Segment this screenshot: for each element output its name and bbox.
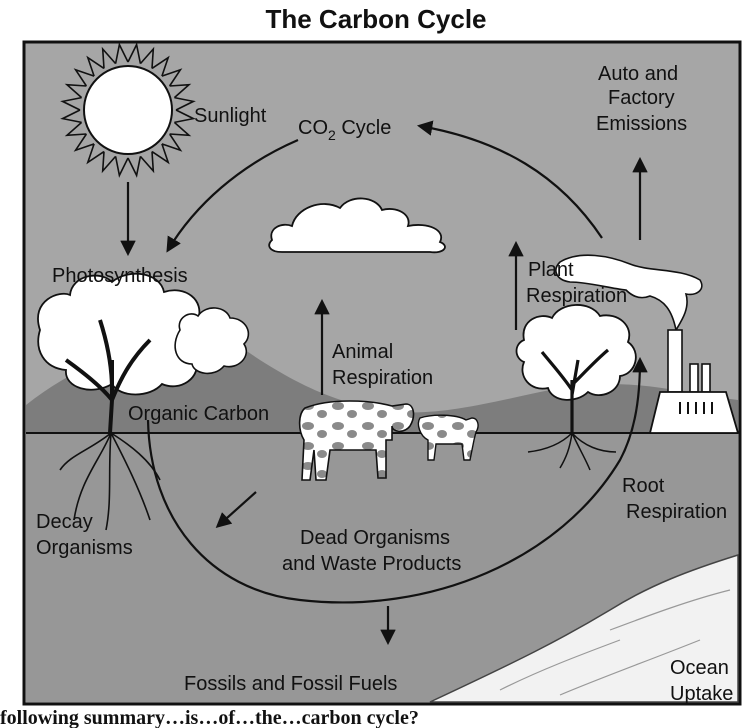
- decay-arrow: [215, 491, 257, 529]
- dead-organisms-line1: Dead Organisms: [300, 527, 450, 549]
- lower-cycle-arc: [146, 356, 648, 604]
- animal-respiration-line2: Respiration: [332, 367, 433, 389]
- bush-icon: [174, 307, 250, 375]
- footer-question-partial: following summary…is…of…the…carbon cycle…: [0, 707, 419, 728]
- plant-respiration-line1: Plant: [528, 259, 574, 281]
- ocean-uptake-line2: Uptake: [670, 683, 733, 705]
- fossils-label: Fossils and Fossil Fuels: [184, 673, 397, 695]
- plant-respiration-line2: Respiration: [526, 285, 627, 307]
- sun-icon: [60, 42, 196, 178]
- ocean-waves: [499, 589, 731, 696]
- root-respiration-line2: Respiration: [626, 501, 727, 523]
- emissions-to-co2-arrow: [416, 120, 603, 239]
- root-respiration-line1: Root: [622, 475, 665, 497]
- auto-emissions-line1: Auto and: [598, 63, 678, 85]
- photosynthesis-label: Photosynthesis: [52, 265, 188, 287]
- right-tree-icon: [515, 304, 637, 471]
- dead-organisms-line2: and Waste Products: [282, 553, 461, 575]
- factory-icon: [648, 329, 740, 434]
- ocean: [429, 553, 739, 703]
- cow-icon: [298, 400, 479, 481]
- auto-emissions-line3: Emissions: [596, 113, 687, 135]
- decay-organisms-line1: Decay: [36, 511, 93, 533]
- co2-to-photosynthesis-arrow: [166, 138, 299, 253]
- left-tree-icon: [37, 272, 211, 531]
- ocean-uptake-line1: Ocean: [670, 657, 729, 679]
- cloud-icon: [268, 197, 446, 254]
- auto-emissions-line2: Factory: [608, 87, 675, 109]
- decay-organisms-line2: Organisms: [36, 537, 133, 559]
- animal-respiration-line1: Animal: [332, 341, 393, 363]
- sunlight-label: Sunlight: [194, 105, 267, 127]
- co2-cycle-label: CO2 Cycle: [298, 117, 391, 143]
- diagram-title: The Carbon Cycle: [265, 4, 486, 34]
- organic-carbon-label: Organic Carbon: [128, 403, 269, 425]
